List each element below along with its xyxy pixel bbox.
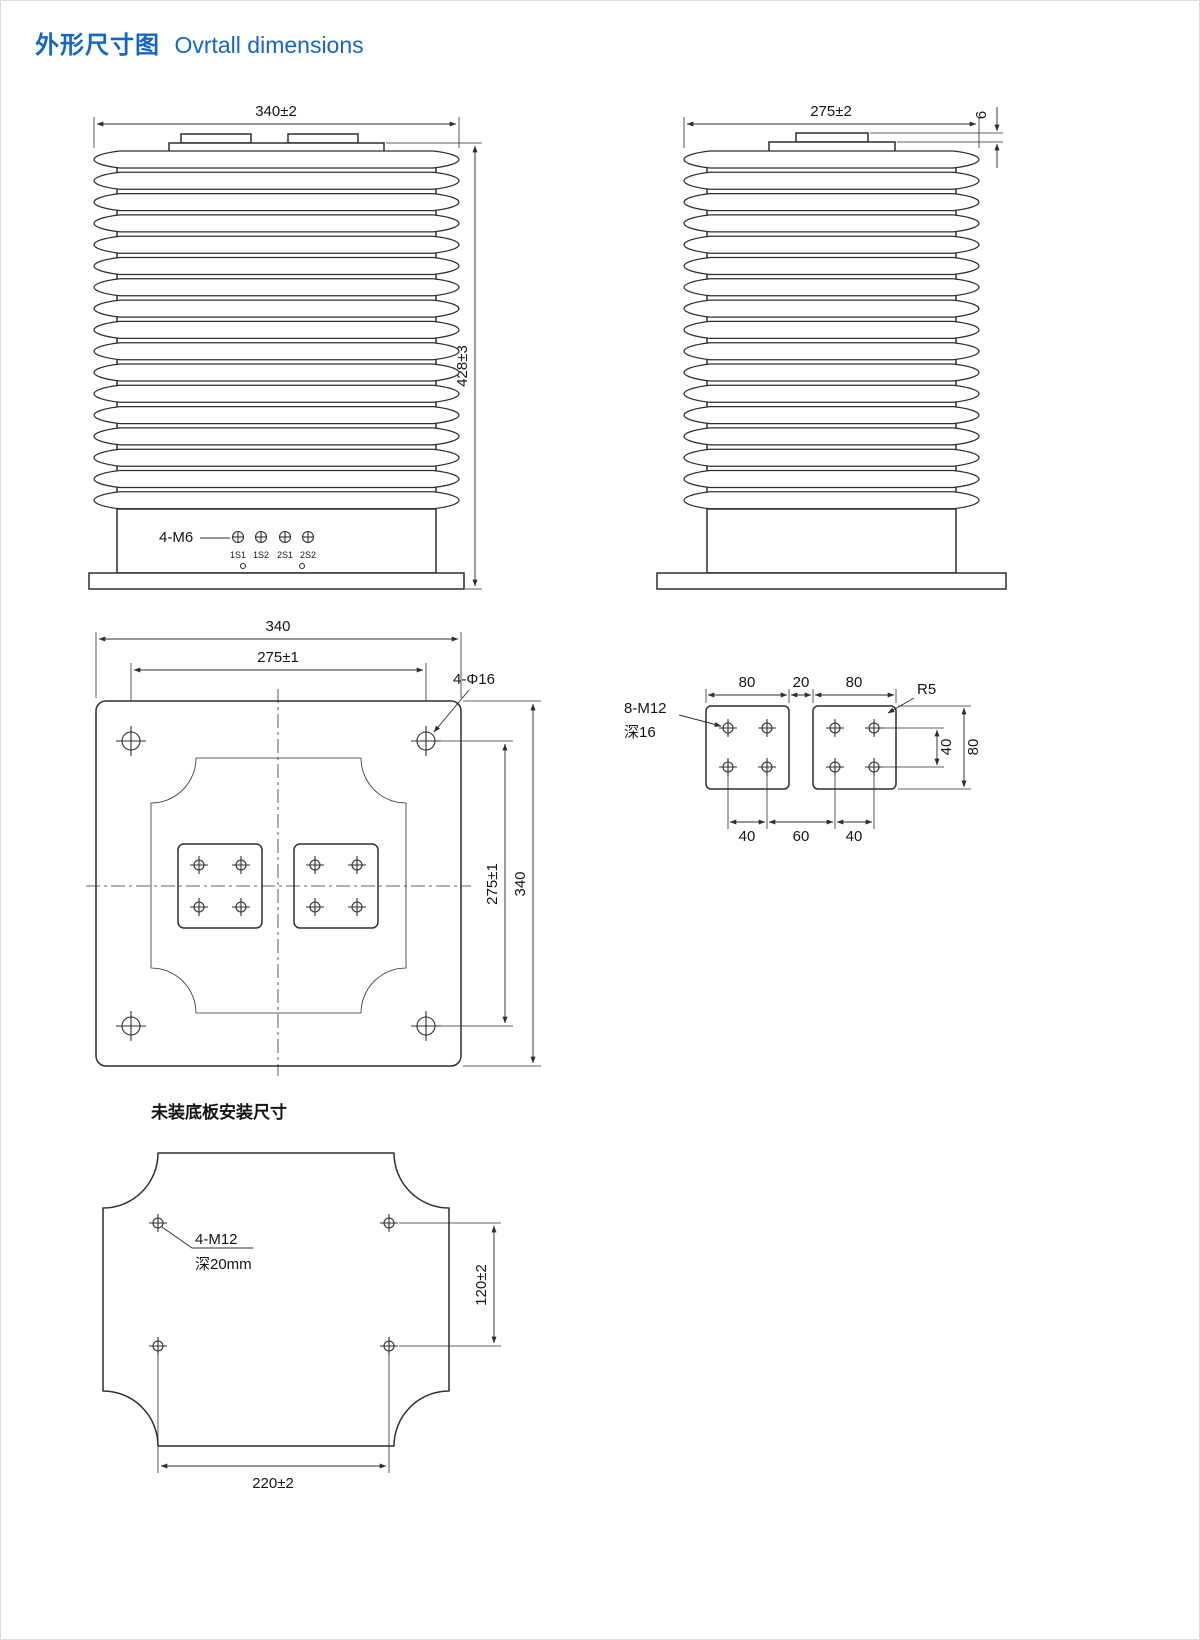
bottom-body-outline bbox=[102, 1152, 450, 1447]
detail-pad-right bbox=[812, 705, 897, 790]
side-plate-thickness-dim: 6 bbox=[973, 111, 990, 119]
plan-body-outline bbox=[150, 757, 407, 1014]
page-title-en: Ovrtall dimensions bbox=[174, 32, 364, 58]
detail-depth-label: 深16 bbox=[624, 724, 656, 741]
plan-hole-spacing-h-dim: 275±1 bbox=[257, 649, 299, 666]
detail-thread-label: 8-M12 bbox=[624, 700, 667, 717]
terminal-label-1s2: 1S2 bbox=[253, 550, 269, 560]
bottom-mount-view: 未装底板安装尺寸 4-M12 深20mm 120±2 220±2 bbox=[102, 1102, 501, 1492]
page-title: 外形尺寸图 Ovrtall dimensions bbox=[35, 25, 364, 60]
front-base-flange bbox=[88, 572, 465, 590]
side-view: 275±2 6 bbox=[656, 103, 1007, 590]
detail-radius-label: R5 bbox=[917, 681, 936, 698]
bottom-horizontal-dim: 220±2 bbox=[252, 1475, 294, 1492]
screw-hole bbox=[298, 562, 306, 570]
side-terminal-box bbox=[706, 508, 957, 574]
bottom-depth-label: 深20mm bbox=[195, 1256, 252, 1273]
front-view: 340±2 428±3 bbox=[88, 103, 482, 590]
detail-hole-v-dim: 40 bbox=[938, 739, 955, 756]
plan-overall-width-dim: 340 bbox=[265, 618, 290, 635]
side-top-tab bbox=[795, 132, 869, 143]
side-bellows-fins bbox=[683, 150, 980, 510]
plan-overall-height-dim: 340 bbox=[512, 871, 529, 896]
page-title-zh: 外形尺寸图 bbox=[35, 32, 160, 59]
plan-base-plate bbox=[95, 700, 462, 1067]
screw-hole bbox=[239, 562, 247, 570]
detail-pad-width-left-dim: 80 bbox=[739, 674, 756, 691]
plan-hole-spacing-v-dim: 275±1 bbox=[484, 863, 501, 905]
front-bolt-label: 4-M6 bbox=[159, 529, 193, 546]
detail-hole-right-dim: 40 bbox=[846, 828, 863, 845]
front-height-dim: 428±3 bbox=[454, 345, 471, 387]
plan-hole-label: 4-Φ16 bbox=[453, 671, 495, 688]
bottom-view-title: 未装底板安装尺寸 bbox=[150, 1102, 287, 1122]
front-terminal-box bbox=[116, 508, 437, 574]
detail-pad-left bbox=[705, 705, 790, 790]
terminal-label-2s1: 2S1 bbox=[277, 550, 293, 560]
detail-gap-dim: 20 bbox=[793, 674, 810, 691]
side-width-dim: 275±2 bbox=[810, 103, 852, 120]
plan-view: 340 275±1 bbox=[86, 618, 541, 1076]
terminal-label-2s2: 2S2 bbox=[300, 550, 316, 560]
detail-hole-mid-dim: 60 bbox=[793, 828, 810, 845]
front-top-tab-left bbox=[180, 133, 252, 144]
detail-pad-height-dim: 80 bbox=[965, 739, 982, 756]
detail-pad-width-right-dim: 80 bbox=[846, 674, 863, 691]
pad-detail-view: 80 20 80 R5 8-M12 深16 40 80 bbox=[624, 674, 982, 845]
front-width-dim: 340±2 bbox=[255, 103, 297, 120]
side-base-flange bbox=[656, 572, 1007, 590]
terminal-label-1s1: 1S1 bbox=[230, 550, 246, 560]
front-top-tab-right bbox=[287, 133, 359, 144]
detail-hole-left-dim: 40 bbox=[739, 828, 756, 845]
front-bellows-fins bbox=[93, 150, 460, 510]
bottom-vertical-dim: 120±2 bbox=[473, 1264, 490, 1306]
bottom-thread-label: 4-M12 bbox=[195, 1231, 238, 1248]
